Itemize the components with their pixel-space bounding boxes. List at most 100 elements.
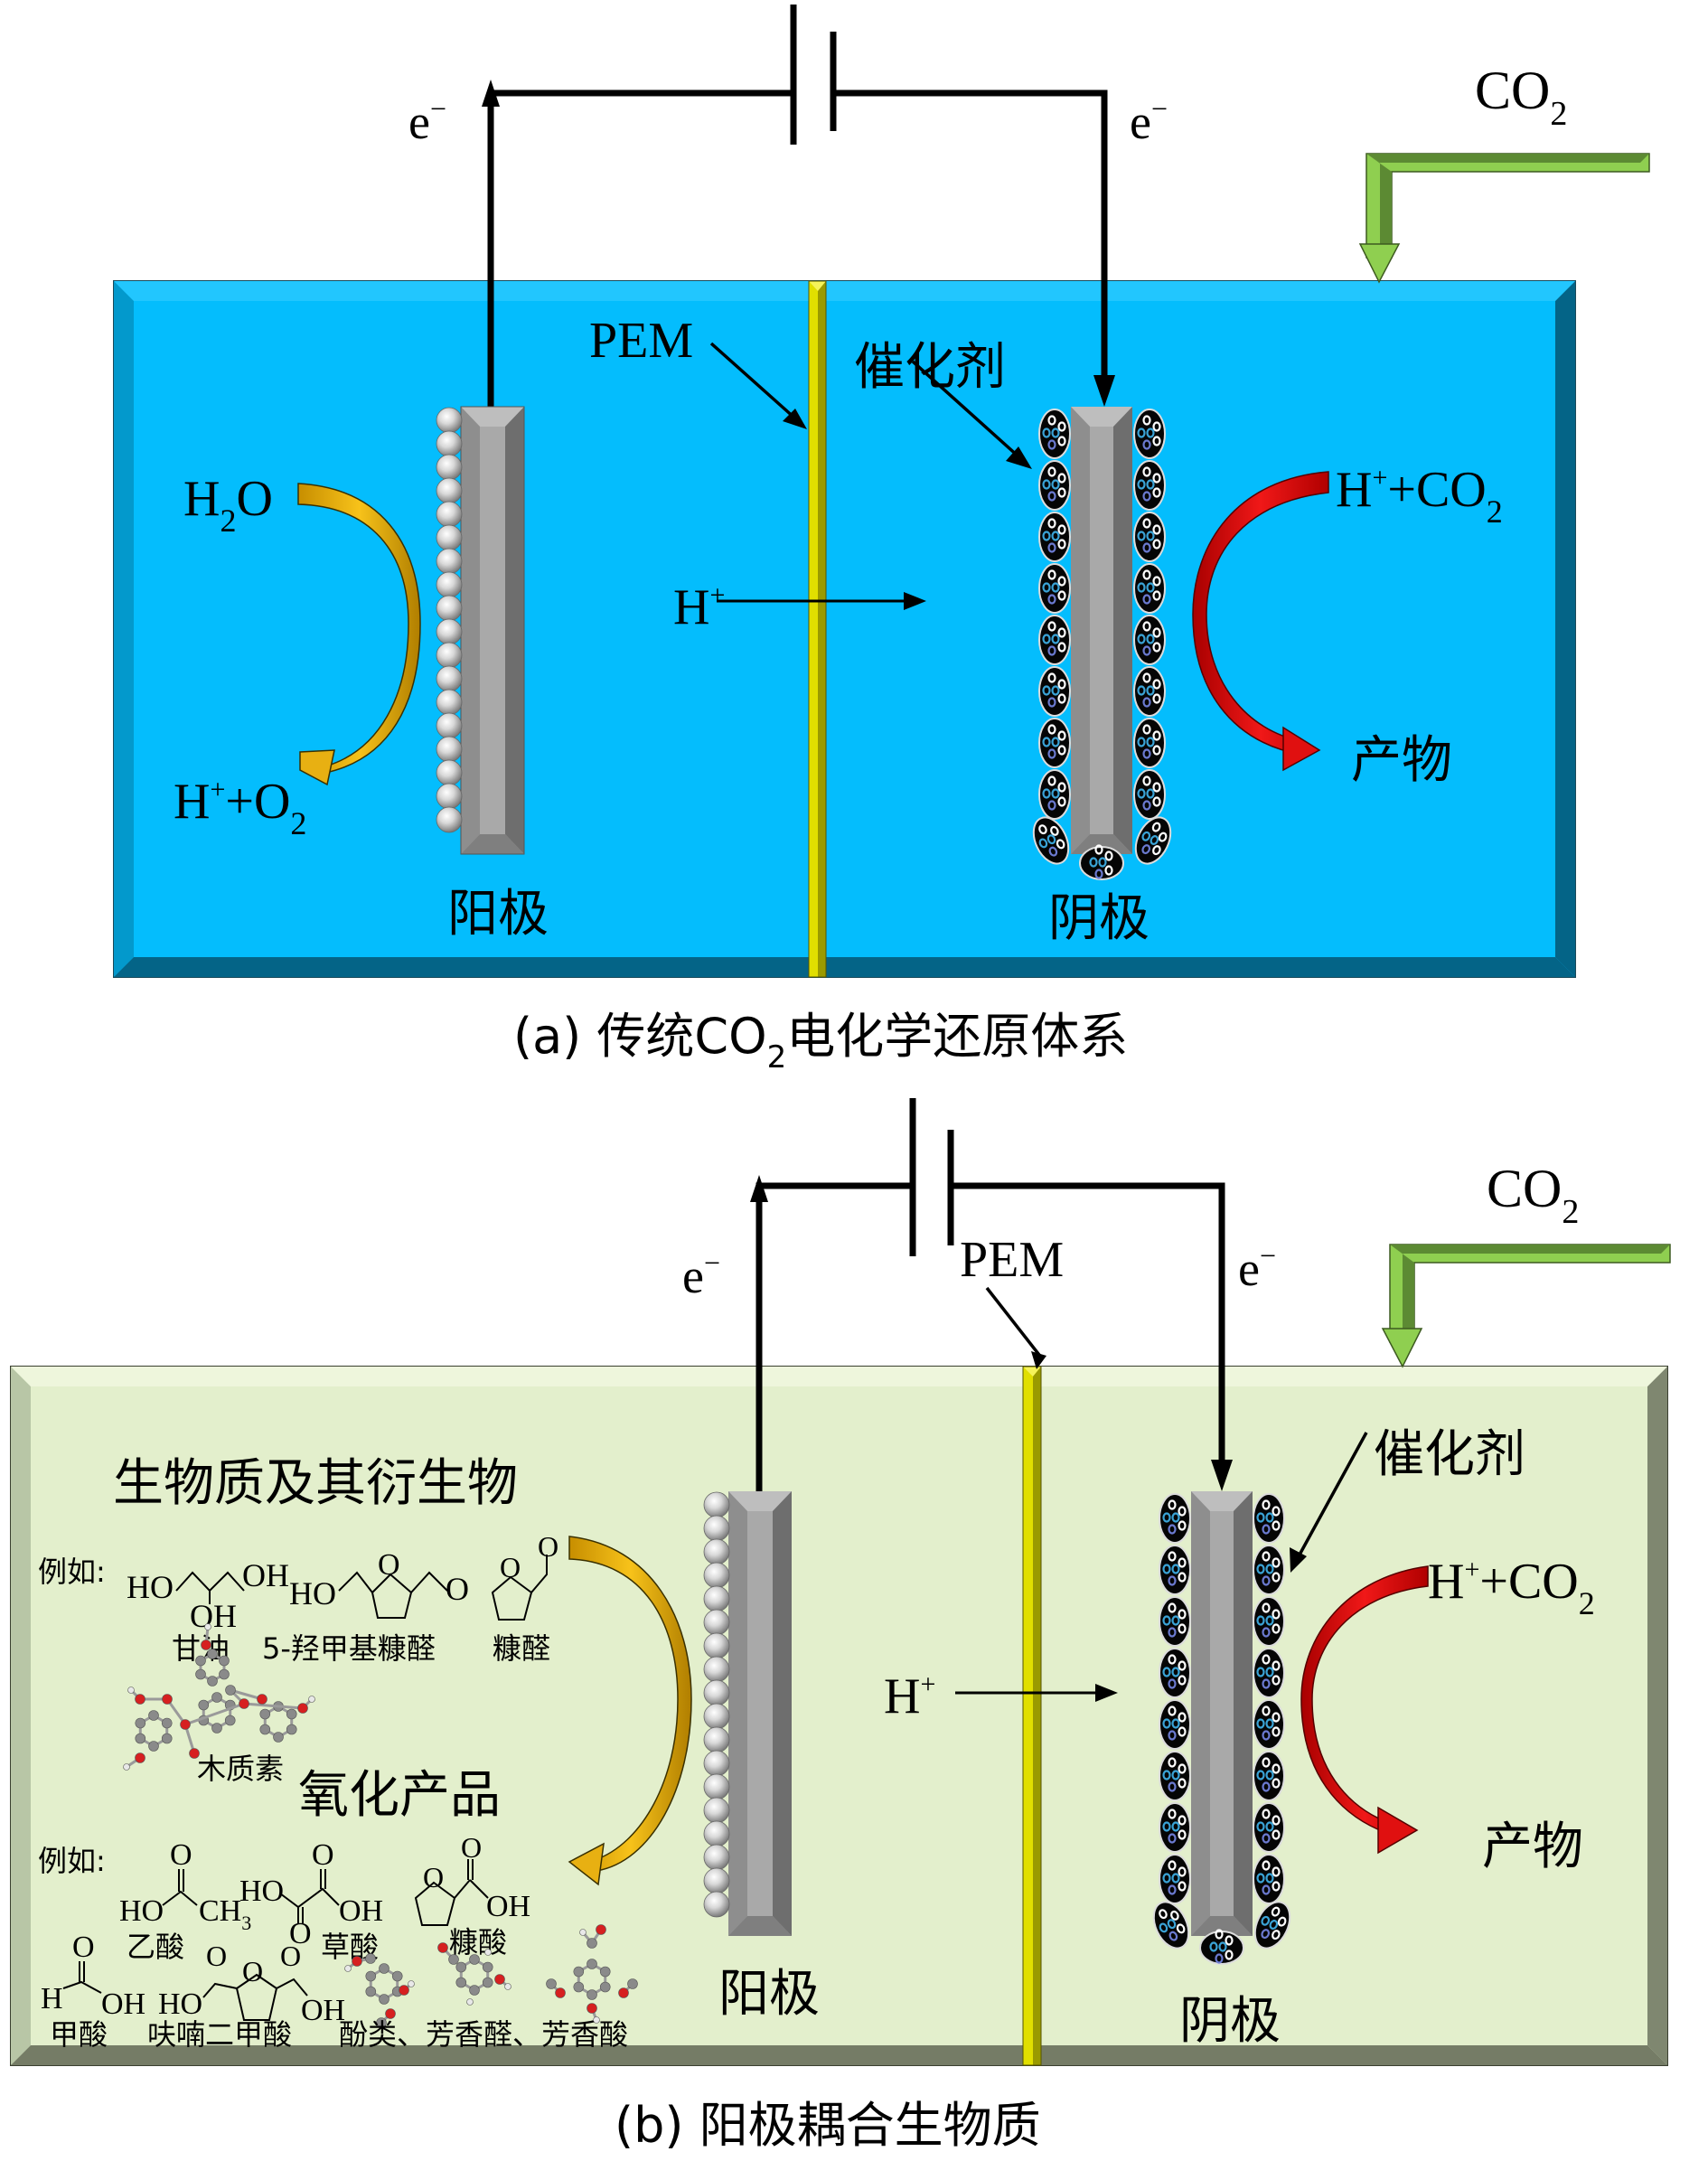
atom	[391, 1970, 403, 1982]
atom	[627, 1978, 638, 1989]
atom	[579, 1929, 587, 1936]
furfural-structure: O O 糠醛	[491, 1530, 558, 1666]
proton-arrow-head-icon	[904, 592, 926, 610]
catalyst-particle	[1133, 512, 1166, 562]
biomass-example-prefix: 例如:	[38, 1555, 106, 1589]
furfural-aldehyde-o: O	[538, 1530, 558, 1563]
catalyst-sphere	[436, 501, 463, 528]
atom	[618, 1987, 629, 1998]
oxalic-o-top: O	[312, 1838, 334, 1872]
cathode-electrode-b	[1152, 1491, 1291, 1965]
proton-arrow-head-icon	[1095, 1684, 1118, 1702]
catalyst-sphere	[436, 736, 463, 763]
catalyst-pointer-arrow-a	[911, 360, 1021, 459]
formic-acid-structure: O H OH 甲酸	[41, 1931, 145, 2052]
catalyst-particle	[1133, 460, 1166, 511]
fdca-o-right: O	[280, 1940, 301, 1972]
catalyst-sphere	[436, 618, 463, 645]
catalyst-particle	[1038, 615, 1071, 665]
acetic-acid-structure: O HO CH3 乙酸	[119, 1838, 251, 1964]
catalyst-particle	[1159, 1545, 1191, 1595]
catalyst-sphere	[703, 1632, 730, 1659]
catalyst-particle	[1032, 816, 1070, 865]
catalyst-sphere	[436, 806, 463, 833]
atom	[207, 1649, 218, 1659]
atom	[211, 1692, 222, 1703]
cathode-label-a: 阴极	[1048, 889, 1150, 948]
catalyst-sphere	[703, 1703, 730, 1730]
atom	[344, 1965, 352, 1972]
catalyst-sphere	[703, 1773, 730, 1800]
atom	[135, 1694, 145, 1705]
oxalic-ho: HO	[239, 1874, 284, 1908]
atom	[198, 1699, 210, 1711]
atom	[408, 1980, 415, 1987]
anode-catalyst-spheres-b	[703, 1491, 730, 1918]
atom	[308, 1696, 315, 1703]
atom	[587, 1938, 597, 1949]
co2-label-a: CO2	[1475, 61, 1567, 133]
catalyst-particle	[1253, 1802, 1285, 1853]
atom	[482, 1977, 493, 1988]
atom	[211, 1723, 222, 1733]
atom	[596, 1924, 606, 1935]
h2o-label: H2O	[183, 471, 273, 539]
atom	[587, 2003, 597, 2014]
proton-label-b: H+	[884, 1668, 935, 1724]
glycerol-ho: HO	[127, 1569, 174, 1605]
atom	[259, 1708, 271, 1720]
catalyst-particle	[1038, 512, 1071, 562]
cathode-catalyst-particles-b	[1152, 1493, 1291, 1965]
catalyst-sphere	[436, 712, 463, 739]
atom	[573, 1981, 585, 1993]
cathode-label-b: 阴极	[1179, 1992, 1281, 2051]
atom	[587, 1989, 597, 2000]
cathode-reactant-label-a: H++CO2	[1336, 462, 1503, 530]
catalyst-sphere	[703, 1797, 730, 1824]
atom	[189, 1748, 200, 1759]
catalyst-sphere	[703, 1515, 730, 1542]
catalyst-particle	[1253, 1901, 1291, 1950]
catalyst-particle	[1159, 1493, 1191, 1544]
catalyst-sphere	[703, 1867, 730, 1894]
atom	[239, 1698, 249, 1709]
pem-pointer-arrow-a	[709, 342, 797, 420]
atom	[599, 1966, 611, 1978]
catalyst-particle	[1253, 1545, 1285, 1595]
catalyst-particle	[1253, 1699, 1285, 1750]
cathode-reaction-arrow-b	[1300, 1565, 1429, 1855]
catalyst-particle	[1038, 409, 1071, 459]
atom	[225, 1685, 236, 1696]
catalyst-sphere	[703, 1820, 730, 1847]
furfural-ring-o: O	[500, 1551, 521, 1583]
catalyst-sphere	[703, 1538, 730, 1565]
catalyst-pointer-arrow-b	[1297, 1432, 1368, 1557]
glycerol-oh-top: OH	[242, 1557, 289, 1593]
catalyst-sphere	[436, 548, 463, 575]
atom	[469, 1954, 480, 1965]
atom	[573, 1966, 585, 1978]
fdca-oh: OH	[301, 1994, 345, 2027]
catalyst-sphere	[436, 454, 463, 481]
electron-arrow-up-icon	[482, 80, 500, 107]
atom	[379, 1994, 389, 2005]
cathode-reaction-arrow-a	[1192, 471, 1329, 772]
catalyst-particle	[1133, 409, 1166, 459]
atom	[204, 1623, 211, 1630]
acetic-ho: HO	[119, 1894, 164, 1928]
catalyst-particle	[1038, 769, 1071, 820]
furoic-oh: OH	[486, 1890, 530, 1923]
atom	[352, 1956, 362, 1967]
hmf-structure: HO O O 5-羟甲基糠醛	[262, 1548, 469, 1666]
cathode-reactant-label-b: H++CO2	[1428, 1554, 1595, 1621]
electron-arrow-down-icon	[1211, 1460, 1233, 1491]
catalyst-sphere	[703, 1891, 730, 1918]
atom	[484, 1949, 492, 1956]
catalyst-pointer-head-icon	[1006, 446, 1032, 469]
catalyst-particle	[1133, 615, 1166, 665]
catalyst-particle	[1079, 844, 1124, 880]
atom	[161, 1733, 173, 1744]
electron-label-right-b: e−	[1238, 1239, 1276, 1296]
